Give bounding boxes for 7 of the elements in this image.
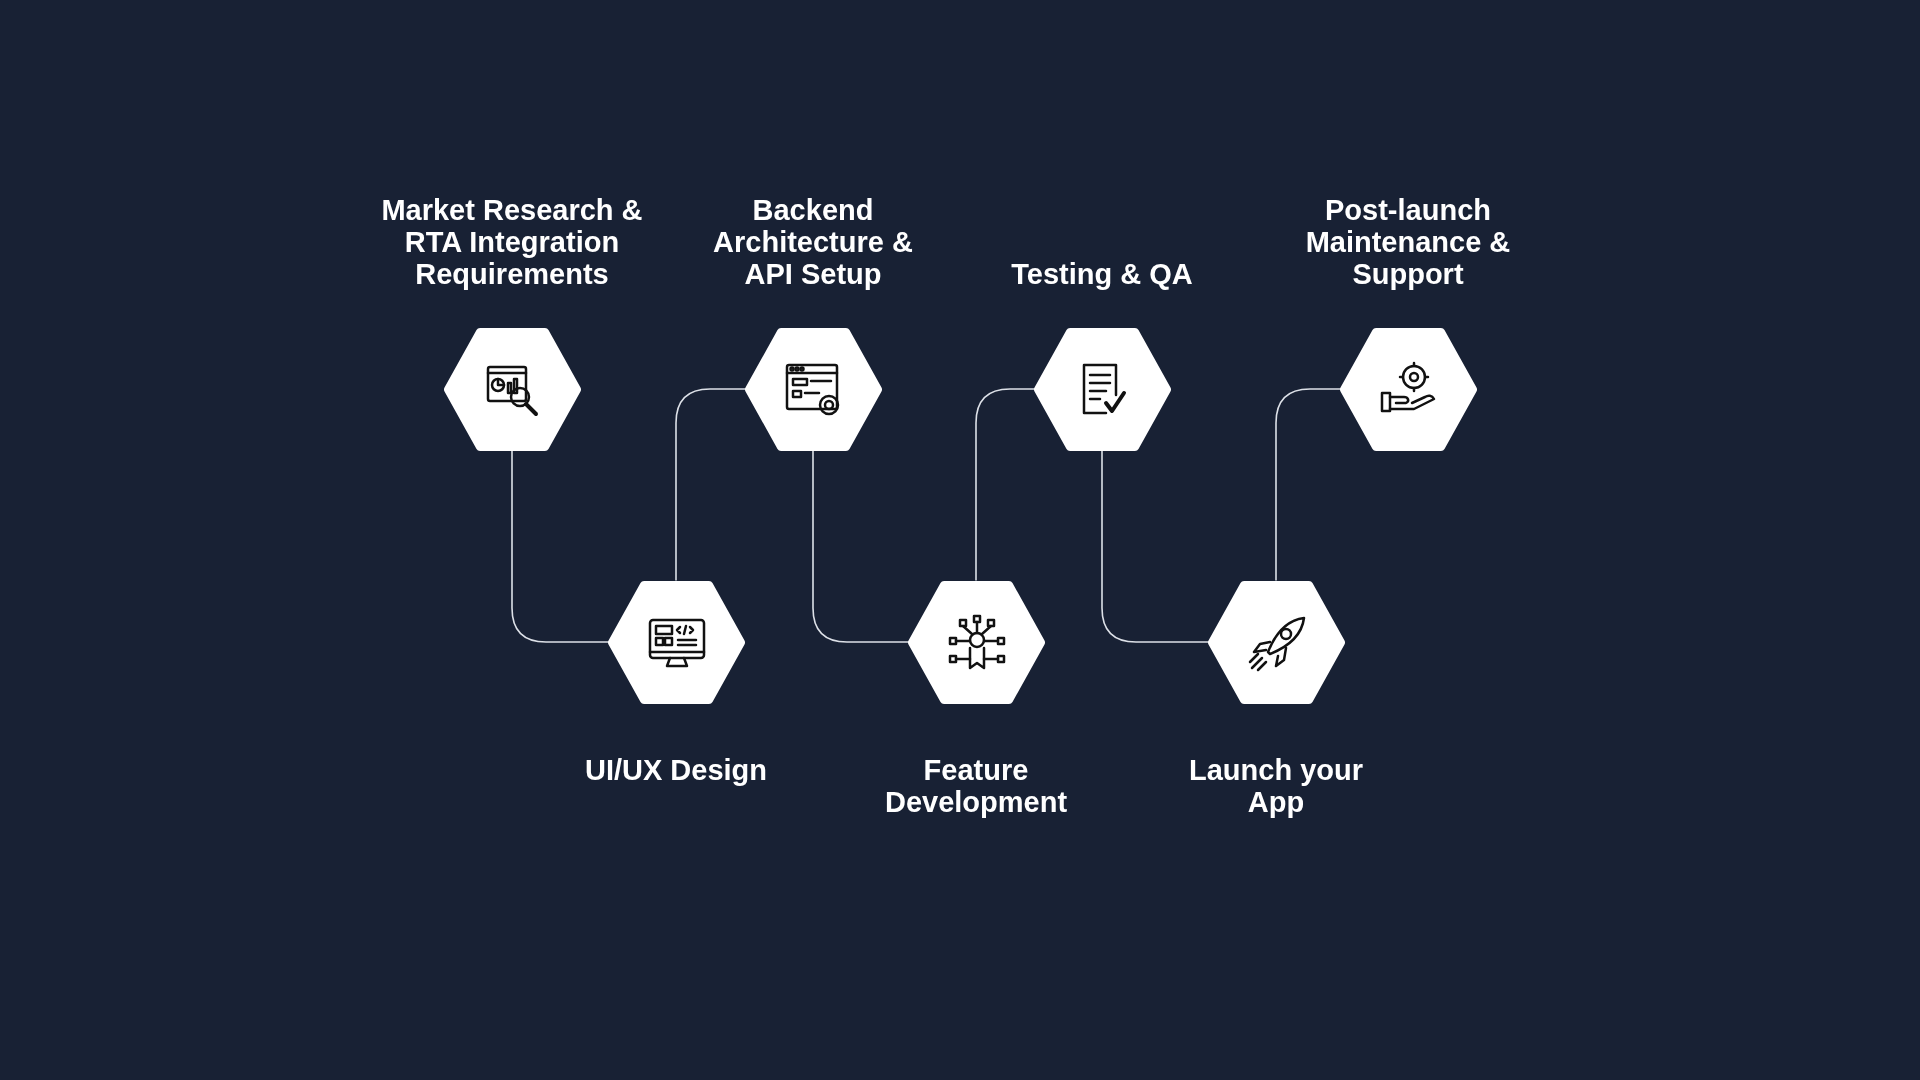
step-label: UI/UX Design [583, 753, 769, 786]
step-label: Feature Development [883, 753, 1069, 818]
step-label: Launch your App [1188, 753, 1364, 818]
step-label: Post-launch Maintenance & Support [1304, 193, 1512, 290]
step-label: Testing & QA [1010, 257, 1194, 290]
step-label: Backend Architecture & API Setup [712, 193, 914, 290]
step-label: Market Research & RTA Integration Requirements [380, 193, 644, 290]
